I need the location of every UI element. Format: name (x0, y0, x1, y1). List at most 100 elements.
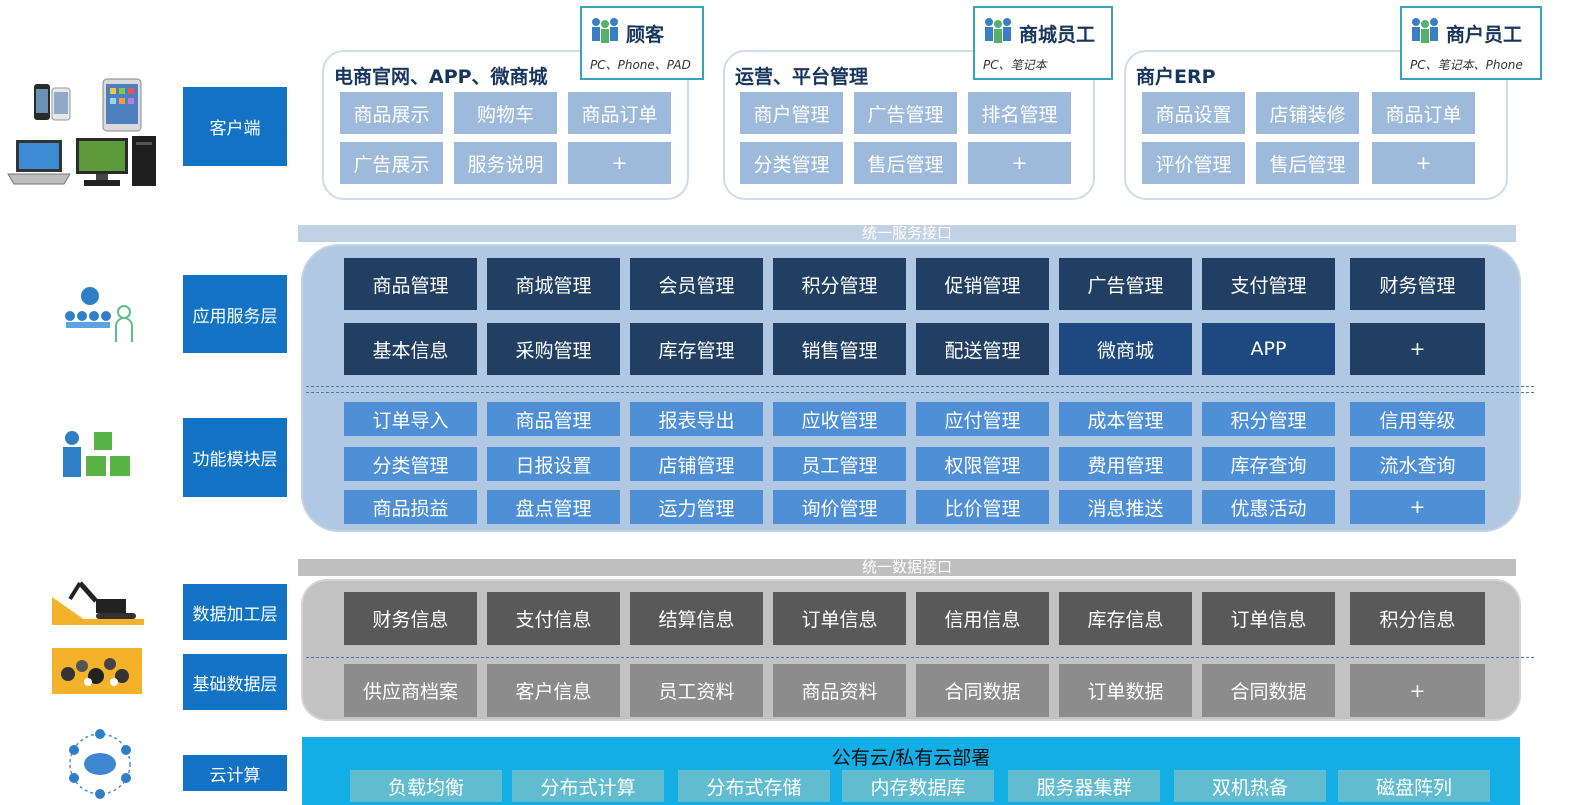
function-module-item[interactable]: 分类管理 (344, 447, 477, 481)
app-service-item[interactable]: 会员管理 (630, 258, 763, 310)
cloud-service-item[interactable]: 负载均衡 (350, 770, 502, 802)
data-processing-item[interactable]: 财务信息 (344, 592, 477, 645)
cloud-service-item[interactable]: 磁盘阵列 (1338, 770, 1490, 802)
data-processing-item[interactable]: 支付信息 (487, 592, 620, 645)
data-processing-item[interactable]: 积分信息 (1350, 592, 1485, 645)
data-processing-item[interactable]: 库存信息 (1059, 592, 1192, 645)
cloud-deployment-box: 公有云/私有云部署 负载均衡分布式计算分布式存储内存数据库服务器集群双机热备磁盘… (302, 737, 1520, 805)
role-devices: PC、Phone、PAD (590, 58, 691, 72)
role-title: 商户员工 (1446, 24, 1523, 46)
cloud-service-item[interactable]: 双机热备 (1174, 770, 1326, 802)
cloud-service-item[interactable]: 内存数据库 (842, 770, 994, 802)
function-module-item[interactable]: 库存查询 (1202, 447, 1335, 481)
panel-title: 运营、平台管理 (735, 66, 869, 88)
function-module-item[interactable]: 店铺管理 (630, 447, 763, 481)
client-item[interactable]: 商户管理 (740, 92, 843, 134)
function-module-item[interactable]: 员工管理 (773, 447, 906, 481)
client-item[interactable]: 店铺装修 (1256, 92, 1359, 134)
base-data-item[interactable]: 合同数据 (916, 664, 1049, 717)
app-service-item[interactable]: 库存管理 (630, 323, 763, 375)
client-item[interactable]: 广告展示 (340, 142, 443, 184)
data-processing-item[interactable]: 信用信息 (916, 592, 1049, 645)
client-item[interactable]: 分类管理 (740, 142, 843, 184)
app-service-item[interactable]: 配送管理 (916, 323, 1049, 375)
app-service-item[interactable]: 商品管理 (344, 258, 477, 310)
function-module-item[interactable]: 消息推送 (1059, 490, 1192, 524)
phone-icon (32, 82, 74, 128)
layer-label-function-module: 功能模块层 (183, 418, 287, 497)
app-service-item[interactable]: 支付管理 (1202, 258, 1335, 310)
client-item[interactable]: 购物车 (454, 92, 557, 134)
client-item[interactable]: 评价管理 (1142, 142, 1245, 184)
client-item[interactable]: + (568, 142, 671, 184)
data-processing-item[interactable]: 订单信息 (773, 592, 906, 645)
function-module-item[interactable]: 积分管理 (1202, 402, 1335, 436)
client-item[interactable]: 售后管理 (854, 142, 957, 184)
cloud-service-item[interactable]: 分布式计算 (512, 770, 664, 802)
function-module-item[interactable]: + (1350, 490, 1485, 524)
panel-title: 商户ERP (1136, 66, 1216, 88)
base-data-item[interactable]: 供应商档案 (344, 664, 477, 717)
laptop-icon (6, 138, 72, 192)
function-module-item[interactable]: 应收管理 (773, 402, 906, 436)
layer-label-cloud: 云计算 (183, 755, 287, 791)
function-module-item[interactable]: 商品损益 (344, 490, 477, 524)
client-item[interactable]: 商品订单 (1372, 92, 1475, 134)
client-item[interactable]: + (968, 142, 1071, 184)
cloud-title: 公有云/私有云部署 (831, 747, 991, 769)
app-service-item[interactable]: 广告管理 (1059, 258, 1192, 310)
function-module-item[interactable]: 流水查询 (1350, 447, 1485, 481)
client-item[interactable]: 服务说明 (454, 142, 557, 184)
app-service-item[interactable]: 基本信息 (344, 323, 477, 375)
base-data-item[interactable]: 客户信息 (487, 664, 620, 717)
client-item[interactable]: 广告管理 (854, 92, 957, 134)
function-module-item[interactable]: 优惠活动 (1202, 490, 1335, 524)
function-module-item[interactable]: 盘点管理 (487, 490, 620, 524)
client-item[interactable]: 售后管理 (1256, 142, 1359, 184)
role-devices: PC、笔记本 (983, 58, 1047, 72)
base-data-item[interactable]: 合同数据 (1202, 664, 1335, 717)
function-module-item[interactable]: 商品管理 (487, 402, 620, 436)
base-data-item[interactable]: 商品资料 (773, 664, 906, 717)
data-processing-item[interactable]: 订单信息 (1202, 592, 1335, 645)
app-service-item[interactable]: 采购管理 (487, 323, 620, 375)
base-data-item[interactable]: 员工资料 (630, 664, 763, 717)
function-module-item[interactable]: 应付管理 (916, 402, 1049, 436)
client-item[interactable]: + (1372, 142, 1475, 184)
function-module-item[interactable]: 比价管理 (916, 490, 1049, 524)
client-item[interactable]: 商品订单 (568, 92, 671, 134)
role-title: 商城员工 (1019, 24, 1096, 46)
app-service-item[interactable]: 微商城 (1059, 323, 1192, 375)
function-module-item[interactable]: 权限管理 (916, 447, 1049, 481)
function-module-item[interactable]: 日报设置 (487, 447, 620, 481)
function-module-item[interactable]: 费用管理 (1059, 447, 1192, 481)
app-service-item[interactable]: 积分管理 (773, 258, 906, 310)
function-module-item[interactable]: 询价管理 (773, 490, 906, 524)
client-item[interactable]: 排名管理 (968, 92, 1071, 134)
base-data-item[interactable]: 订单数据 (1059, 664, 1192, 717)
client-panel-customer: 电商官网、APP、微商城 商品展示 购物车 商品订单 广告展示 服务说明 + (322, 50, 689, 200)
client-item[interactable]: 商品展示 (340, 92, 443, 134)
tablet-icon (102, 78, 142, 136)
app-service-item[interactable]: 销售管理 (773, 323, 906, 375)
function-module-item[interactable]: 订单导入 (344, 402, 477, 436)
function-module-item[interactable]: 信用等级 (1350, 402, 1485, 436)
function-module-item[interactable]: 运力管理 (630, 490, 763, 524)
role-box-customer: 顾客 PC、Phone、PAD (580, 6, 704, 80)
data-processing-item[interactable]: 结算信息 (630, 592, 763, 645)
client-item[interactable]: 商品设置 (1142, 92, 1245, 134)
cloud-service-item[interactable]: 分布式存储 (678, 770, 830, 802)
function-module-item[interactable]: 成本管理 (1059, 402, 1192, 436)
people-group-icon (985, 18, 1011, 43)
data-stones-icon (52, 648, 142, 698)
base-data-item[interactable]: + (1350, 664, 1485, 717)
app-service-item[interactable]: 促销管理 (916, 258, 1049, 310)
panel-title: 电商官网、APP、微商城 (334, 66, 548, 88)
app-service-item[interactable]: 商城管理 (487, 258, 620, 310)
role-box-merchant-staff: 商户员工 PC、笔记本、Phone (1400, 6, 1542, 80)
app-service-item[interactable]: + (1350, 323, 1485, 375)
cloud-service-item[interactable]: 服务器集群 (1008, 770, 1160, 802)
app-service-item[interactable]: 财务管理 (1350, 258, 1485, 310)
app-service-item[interactable]: APP (1202, 323, 1335, 375)
function-module-item[interactable]: 报表导出 (630, 402, 763, 436)
